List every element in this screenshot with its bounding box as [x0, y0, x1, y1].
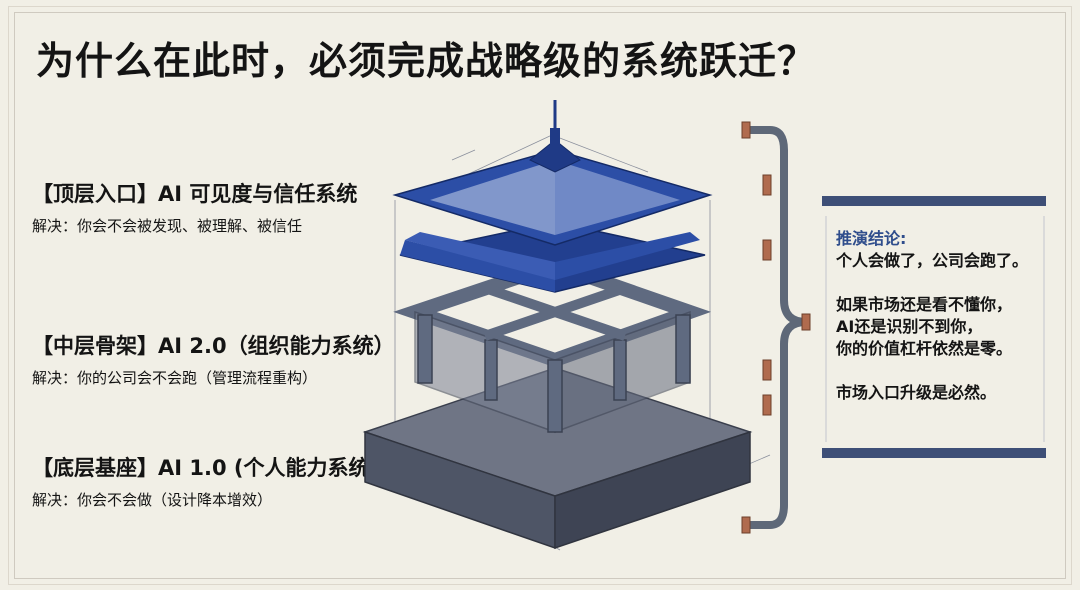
- conclusion-panel: 推演结论: 个人会做了，公司会跑了。 如果市场还是看不懂你， AI还是识别不到你…: [836, 228, 1051, 404]
- conclusion-line-1: 个人会做了，公司会跑了。: [836, 250, 1051, 272]
- conclusion-line-4: 你的价值杠杆依然是零。: [836, 338, 1051, 360]
- pipe-flanges: [742, 122, 810, 533]
- brace-pipe: [748, 130, 806, 525]
- conclusion-heading: 推演结论:: [836, 228, 1051, 250]
- conclusion-line-5: 市场入口升级是必然。: [836, 382, 1051, 404]
- conclusion-line-2: 如果市场还是看不懂你，: [836, 294, 1051, 316]
- conclusion-line-3: AI还是识别不到你，: [836, 316, 1051, 338]
- roof-pavilion: [395, 100, 710, 292]
